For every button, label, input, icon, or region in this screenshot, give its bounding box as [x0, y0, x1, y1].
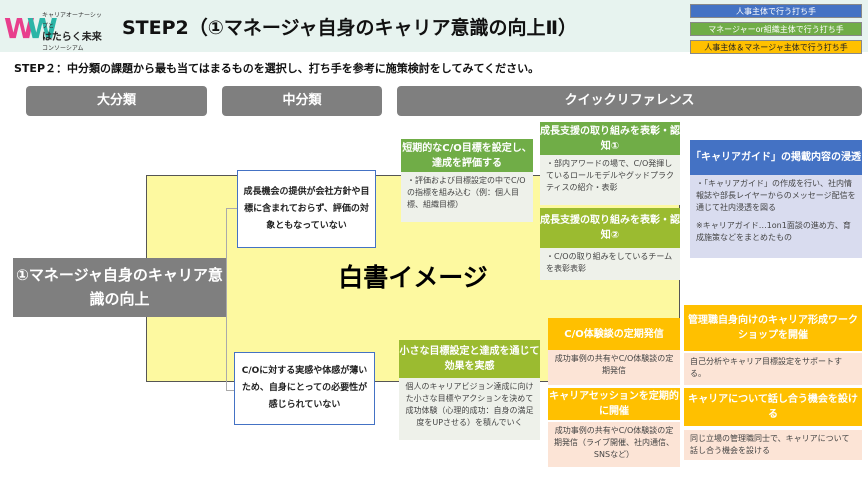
- card-title: C/O体験談の定期発信: [548, 318, 680, 350]
- card-title: 短期的なC/O目標を設定し、達成を評価する: [401, 139, 533, 172]
- middle-category-1[interactable]: 成長機会の提供が会社方針や目標に含まれておらず、評価の対象ともなっていない: [237, 170, 376, 248]
- card-title: 小さな目標設定と達成を通じて効果を実感: [399, 340, 540, 378]
- page-title: STEP2（①マネージャ自身のキャリア意識の向上Ⅱ）: [122, 17, 578, 39]
- connector-line: [226, 390, 234, 391]
- logo-text: はたらく未来: [42, 32, 102, 43]
- card-body: 同じ立場の管理職同士で、キャリアについて話し合う機会を設ける: [684, 430, 862, 460]
- card-small-goal[interactable]: 小さな目標設定と達成を通じて効果を実感 個人のキャリアビジョン達成に向けた小さな…: [399, 340, 540, 440]
- card-body: ・「キャリアガイド」の作成を行い、社内情報誌や部長レイヤーからのメッセージ配信を…: [696, 179, 856, 212]
- column-header-large: 大分類: [26, 86, 207, 116]
- card-talk[interactable]: キャリアについて話し合う機会を設ける 同じ立場の管理職同士で、キャリアについて話…: [684, 388, 862, 460]
- instruction-text: STEP２：中分類の課題から最も当てはまるものを選択し、打ち手を参考に施策検討を…: [14, 62, 540, 75]
- middle-category-2[interactable]: C/Oに対する実感や体感が薄いため、自身にとっての必要性が感じられていない: [234, 352, 375, 425]
- card-workshop[interactable]: 管理職自身向けのキャリア形成ワークショップを開催 自己分析やキャリア目標設定をサ…: [684, 305, 862, 385]
- card-title: 管理職自身向けのキャリア形成ワークショップを開催: [684, 305, 862, 351]
- logo-text2: コンソーシアム: [42, 45, 84, 52]
- consortium-logo: WW キャリアオーナーシップとはたらく未来コンソーシアム: [4, 8, 104, 52]
- card-body: 自己分析やキャリア目標設定をサポートする。: [684, 353, 862, 385]
- card-title: 成長支援の取り組みを表彰・認知②: [540, 208, 680, 248]
- card-short-term-goal[interactable]: 短期的なC/O目標を設定し、達成を評価する ・評価および目標設定の中でC/Oの指…: [401, 139, 533, 222]
- connector-line: [226, 208, 237, 209]
- card-note: ※キャリアガイド…1on1面談の進め方、育成施策などをまとめたもの: [696, 221, 851, 242]
- card-award-2[interactable]: 成長支援の取り組みを表彰・認知② ・C/Oの取り組みをしているチームを表彰表彰: [540, 208, 680, 280]
- card-body: 成功事例の共有やC/O体験談の定期発信: [548, 350, 680, 385]
- large-category-box[interactable]: ①マネージャ自身のキャリア意識の向上: [13, 258, 226, 317]
- card-title: 成長支援の取り組みを表彰・認知①: [540, 122, 680, 155]
- legend-hr: 人事主体で行う打ち手: [690, 4, 862, 18]
- legend-manager: マネージャーor組織主体で行う打ち手: [690, 22, 862, 36]
- card-body: ・C/Oの取り組みをしているチームを表彰表彰: [540, 248, 680, 280]
- card-body: 個人のキャリアビジョン達成に向けた小さな目標やアクションを決めて成功体験（心理的…: [399, 378, 540, 440]
- column-header-middle: 中分類: [222, 86, 382, 116]
- card-title: キャリアについて話し合う機会を設ける: [684, 388, 862, 426]
- card-career-guide[interactable]: 「キャリアガイド」の掲載内容の浸透 ・「キャリアガイド」の作成を行い、社内情報誌…: [690, 140, 862, 258]
- whitepaper-label: 白書イメージ: [338, 263, 488, 292]
- card-title: 「キャリアガイド」の掲載内容の浸透: [690, 140, 862, 175]
- card-title: キャリアセッションを定期的に開催: [548, 388, 680, 420]
- card-session[interactable]: キャリアセッションを定期的に開催 成功事例の共有やC/O体験談の定期発信（ライブ…: [548, 388, 680, 467]
- card-story[interactable]: C/O体験談の定期発信 成功事例の共有やC/O体験談の定期発信: [548, 318, 680, 385]
- column-header-quick: クイックリファレンス: [397, 86, 862, 116]
- legend-both: 人事主体＆マネージャ主体で行う打ち手: [690, 40, 862, 54]
- card-body: ・評価および目標設定の中でC/Oの指標を組み込む（例：個人目標、組織目標）: [401, 172, 533, 222]
- logo-small-text: キャリアオーナーシップと: [42, 12, 102, 30]
- card-body: ・部内アワードの場で、C/O発揮しているロールモデルやグッドプラクティスの紹介・…: [540, 155, 680, 205]
- card-body: 成功事例の共有やC/O体験談の定期発信（ライブ開催、社内通信、SNSなど）: [548, 422, 680, 467]
- card-award-1[interactable]: 成長支援の取り組みを表彰・認知① ・部内アワードの場で、C/O発揮しているロール…: [540, 122, 680, 205]
- connector-line: [226, 208, 227, 390]
